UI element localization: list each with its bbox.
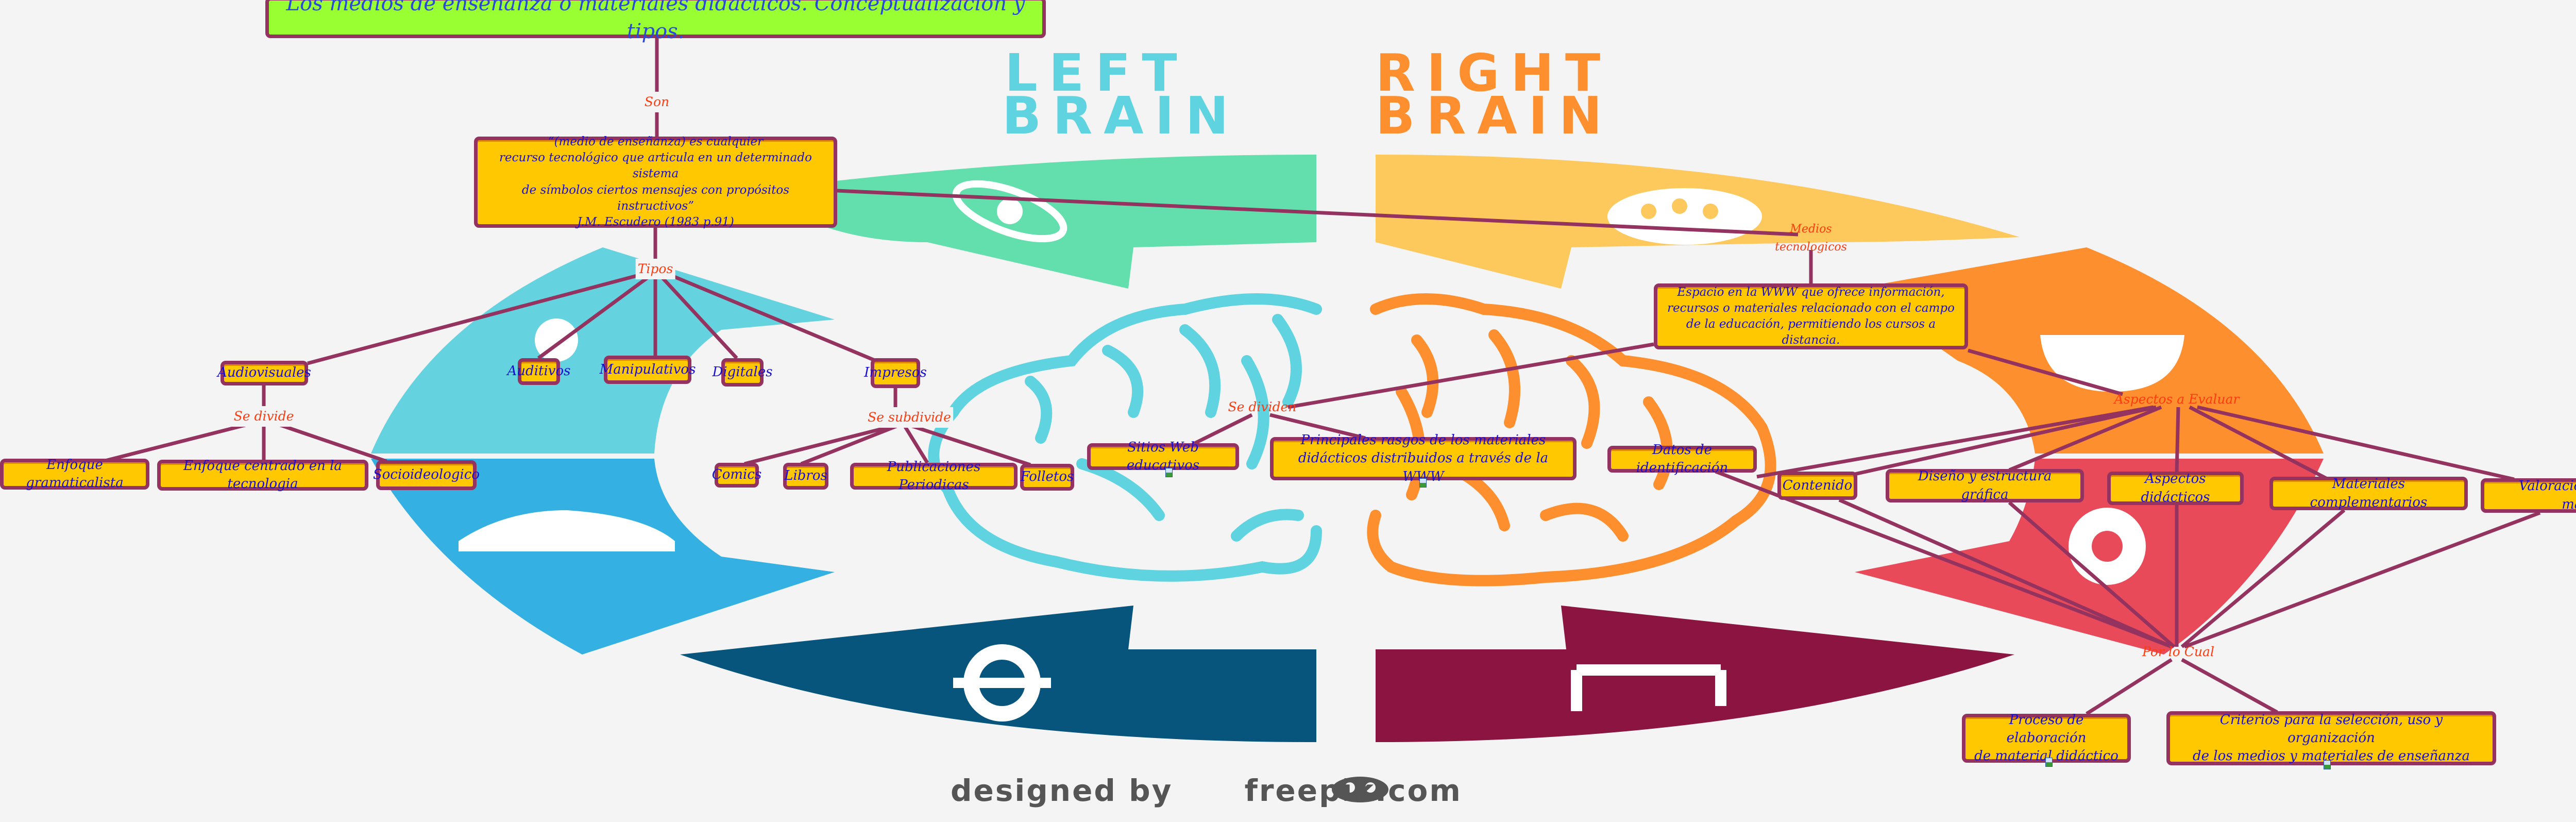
image-attachment-icon[interactable] (1165, 468, 1173, 477)
link-label-son: Son (642, 92, 672, 112)
node-audiovisuales[interactable]: Audiovisuales (217, 361, 311, 385)
smiley-icon (2040, 335, 2184, 392)
link-label-medios-tecnologicos: Medios tecnologicos (1775, 222, 1847, 254)
node-libros[interactable]: Libros (783, 463, 828, 490)
gear-icon (953, 644, 1051, 722)
right-title-line2: BRAIN (1376, 86, 1614, 146)
segment-cyan (371, 247, 835, 454)
image-attachment-icon[interactable] (2045, 758, 2053, 767)
node-enfoque-gramaticalista[interactable]: Enfoque gramaticalista (0, 457, 149, 491)
car-icon (459, 510, 675, 551)
segment-blue (371, 459, 835, 655)
image-attachment-icon[interactable] (1419, 478, 1427, 488)
node-socioideologico[interactable]: Socioideologico (373, 460, 480, 490)
node-materiales-complementarios[interactable]: Materiales complementarios (2269, 476, 2468, 510)
flower-icon (2069, 508, 2146, 585)
link-label-por-lo-cual: Por lo Cual (2142, 644, 2214, 659)
freepik-credit: designed by freepik.com (951, 773, 1462, 808)
node-espacio-www[interactable]: Espacio en la WWW que ofrece información… (1654, 283, 1968, 349)
left-brain-outline (928, 293, 1322, 582)
link-label-se-subdivide: Se subdivide (866, 407, 953, 428)
link-label-tipos: Tipos (635, 259, 675, 279)
link-label-se-divide: Se divide (231, 406, 296, 427)
node-proceso-elaboracion[interactable]: Proceso de elaboración de material didác… (1962, 712, 2131, 764)
image-attachment-icon[interactable] (2324, 760, 2331, 769)
node-auditivos[interactable]: Auditivos (507, 358, 570, 385)
node-datos-identificacion[interactable]: Datos de identificación (1607, 442, 1757, 476)
link-label-se-dividen: Se dividen (1228, 399, 1297, 414)
node-impresos[interactable]: Impresos (864, 358, 927, 388)
node-comics[interactable]: Comics (712, 463, 761, 488)
segment-green (755, 155, 1316, 289)
left-title-line2: BRAIN (1002, 86, 1240, 146)
node-enfoque-tecnologia[interactable]: Enfoque centrado en la tecnologia (157, 458, 368, 492)
node-diseno-estructura[interactable]: Diseño y estructura gráfica (1886, 468, 2084, 502)
left-title-line1: LEFT (1005, 43, 1189, 103)
link-label-aspectos-evaluar: Aspectos a Evaluar (2114, 392, 2240, 407)
segment-navy (680, 606, 1316, 742)
node-sitios-web[interactable]: Sitios Web educativos (1087, 440, 1239, 473)
title-node[interactable]: Los medios de enseñanza o materiales did… (265, 0, 1046, 43)
node-criterios-seleccion[interactable]: Criterios para la selección, uso y organ… (2166, 711, 2496, 765)
music-note-icon (1571, 664, 1726, 711)
node-digitales[interactable]: Digitales (712, 358, 773, 387)
node-publicaciones-periodicas[interactable]: Publicaciones Periodicas (850, 459, 1018, 493)
definition-quote-node[interactable]: “(medio de enseñanza) es cualquier recur… (474, 135, 837, 229)
node-manipulativos[interactable]: Manipulativos (600, 356, 696, 384)
atom-icon (952, 180, 1067, 243)
node-valoracion-global[interactable]: Valoración global del material (2481, 478, 2576, 513)
node-contenido[interactable]: Contenido (1777, 472, 1857, 500)
right-title-line1: RIGHT (1376, 43, 1612, 103)
node-folletos[interactable]: Folletos (1020, 464, 1074, 491)
node-principales-rasgos[interactable]: Principales rasgos de los materiales did… (1270, 432, 1577, 484)
freepik-logo-icon (1332, 777, 1388, 802)
node-aspectos-didacticos[interactable]: Aspectos didácticos (2107, 471, 2244, 505)
